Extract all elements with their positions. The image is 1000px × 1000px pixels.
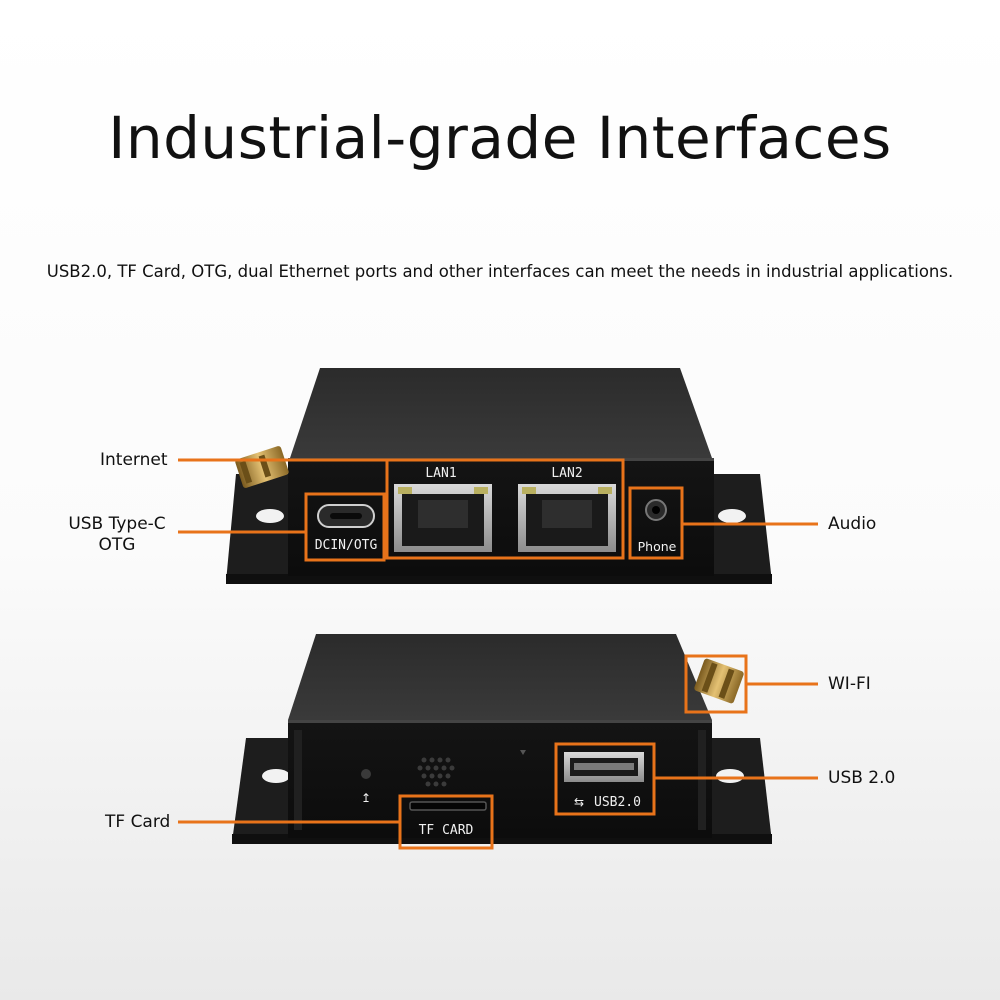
front-flange-hole-right	[718, 509, 746, 523]
front-top-face	[290, 368, 712, 458]
back-top-face	[288, 634, 712, 720]
back-flange-hole-right	[716, 769, 744, 783]
callout-internet: Internet	[100, 450, 168, 470]
reset-button	[361, 769, 371, 779]
speaker-grille	[417, 757, 455, 787]
callout-audio: Audio	[828, 514, 877, 534]
lan-highlight-box	[385, 458, 625, 560]
lan1-port	[394, 484, 492, 552]
lan2-port	[518, 484, 616, 552]
sma-antenna-connector-front	[235, 446, 289, 488]
usb-label: USB2.0	[594, 795, 641, 810]
callout-usb-type-c-line1: USB Type-C	[68, 514, 166, 534]
callout-usb2: USB 2.0	[828, 768, 896, 788]
callout-wifi: WI-FI	[828, 674, 871, 694]
front-device: DCIN/OTG LAN1 LAN2 Phone	[178, 368, 818, 584]
sma-antenna-connector-back	[694, 658, 744, 704]
page-subtitle: USB2.0, TF Card, OTG, dual Ethernet port…	[46, 262, 954, 281]
dc-label: DCIN/OTG	[315, 538, 378, 553]
callout-usb-type-c: USB Type-C OTG	[62, 514, 172, 556]
back-flange-hole-left	[262, 769, 290, 783]
front-flange-hole-left	[256, 509, 284, 523]
reset-arrow-icon: ↥	[361, 791, 371, 805]
lan1-label: LAN1	[425, 466, 456, 481]
callout-tf-card: TF Card	[105, 812, 171, 832]
lan2-label: LAN2	[551, 466, 582, 481]
phone-label: Phone	[638, 539, 677, 554]
back-panel-face	[288, 720, 712, 838]
back-device: ↥ TF CARD ⇆ USB2.0	[178, 634, 818, 850]
callout-usb-type-c-line2: OTG	[98, 535, 136, 555]
page-title: Industrial-grade Interfaces	[108, 104, 892, 172]
otg-highlight-box	[304, 492, 386, 562]
tf-card-label: TF CARD	[419, 823, 474, 838]
usb-symbol-icon: ⇆	[574, 795, 584, 809]
tf-card-slot	[409, 801, 487, 811]
